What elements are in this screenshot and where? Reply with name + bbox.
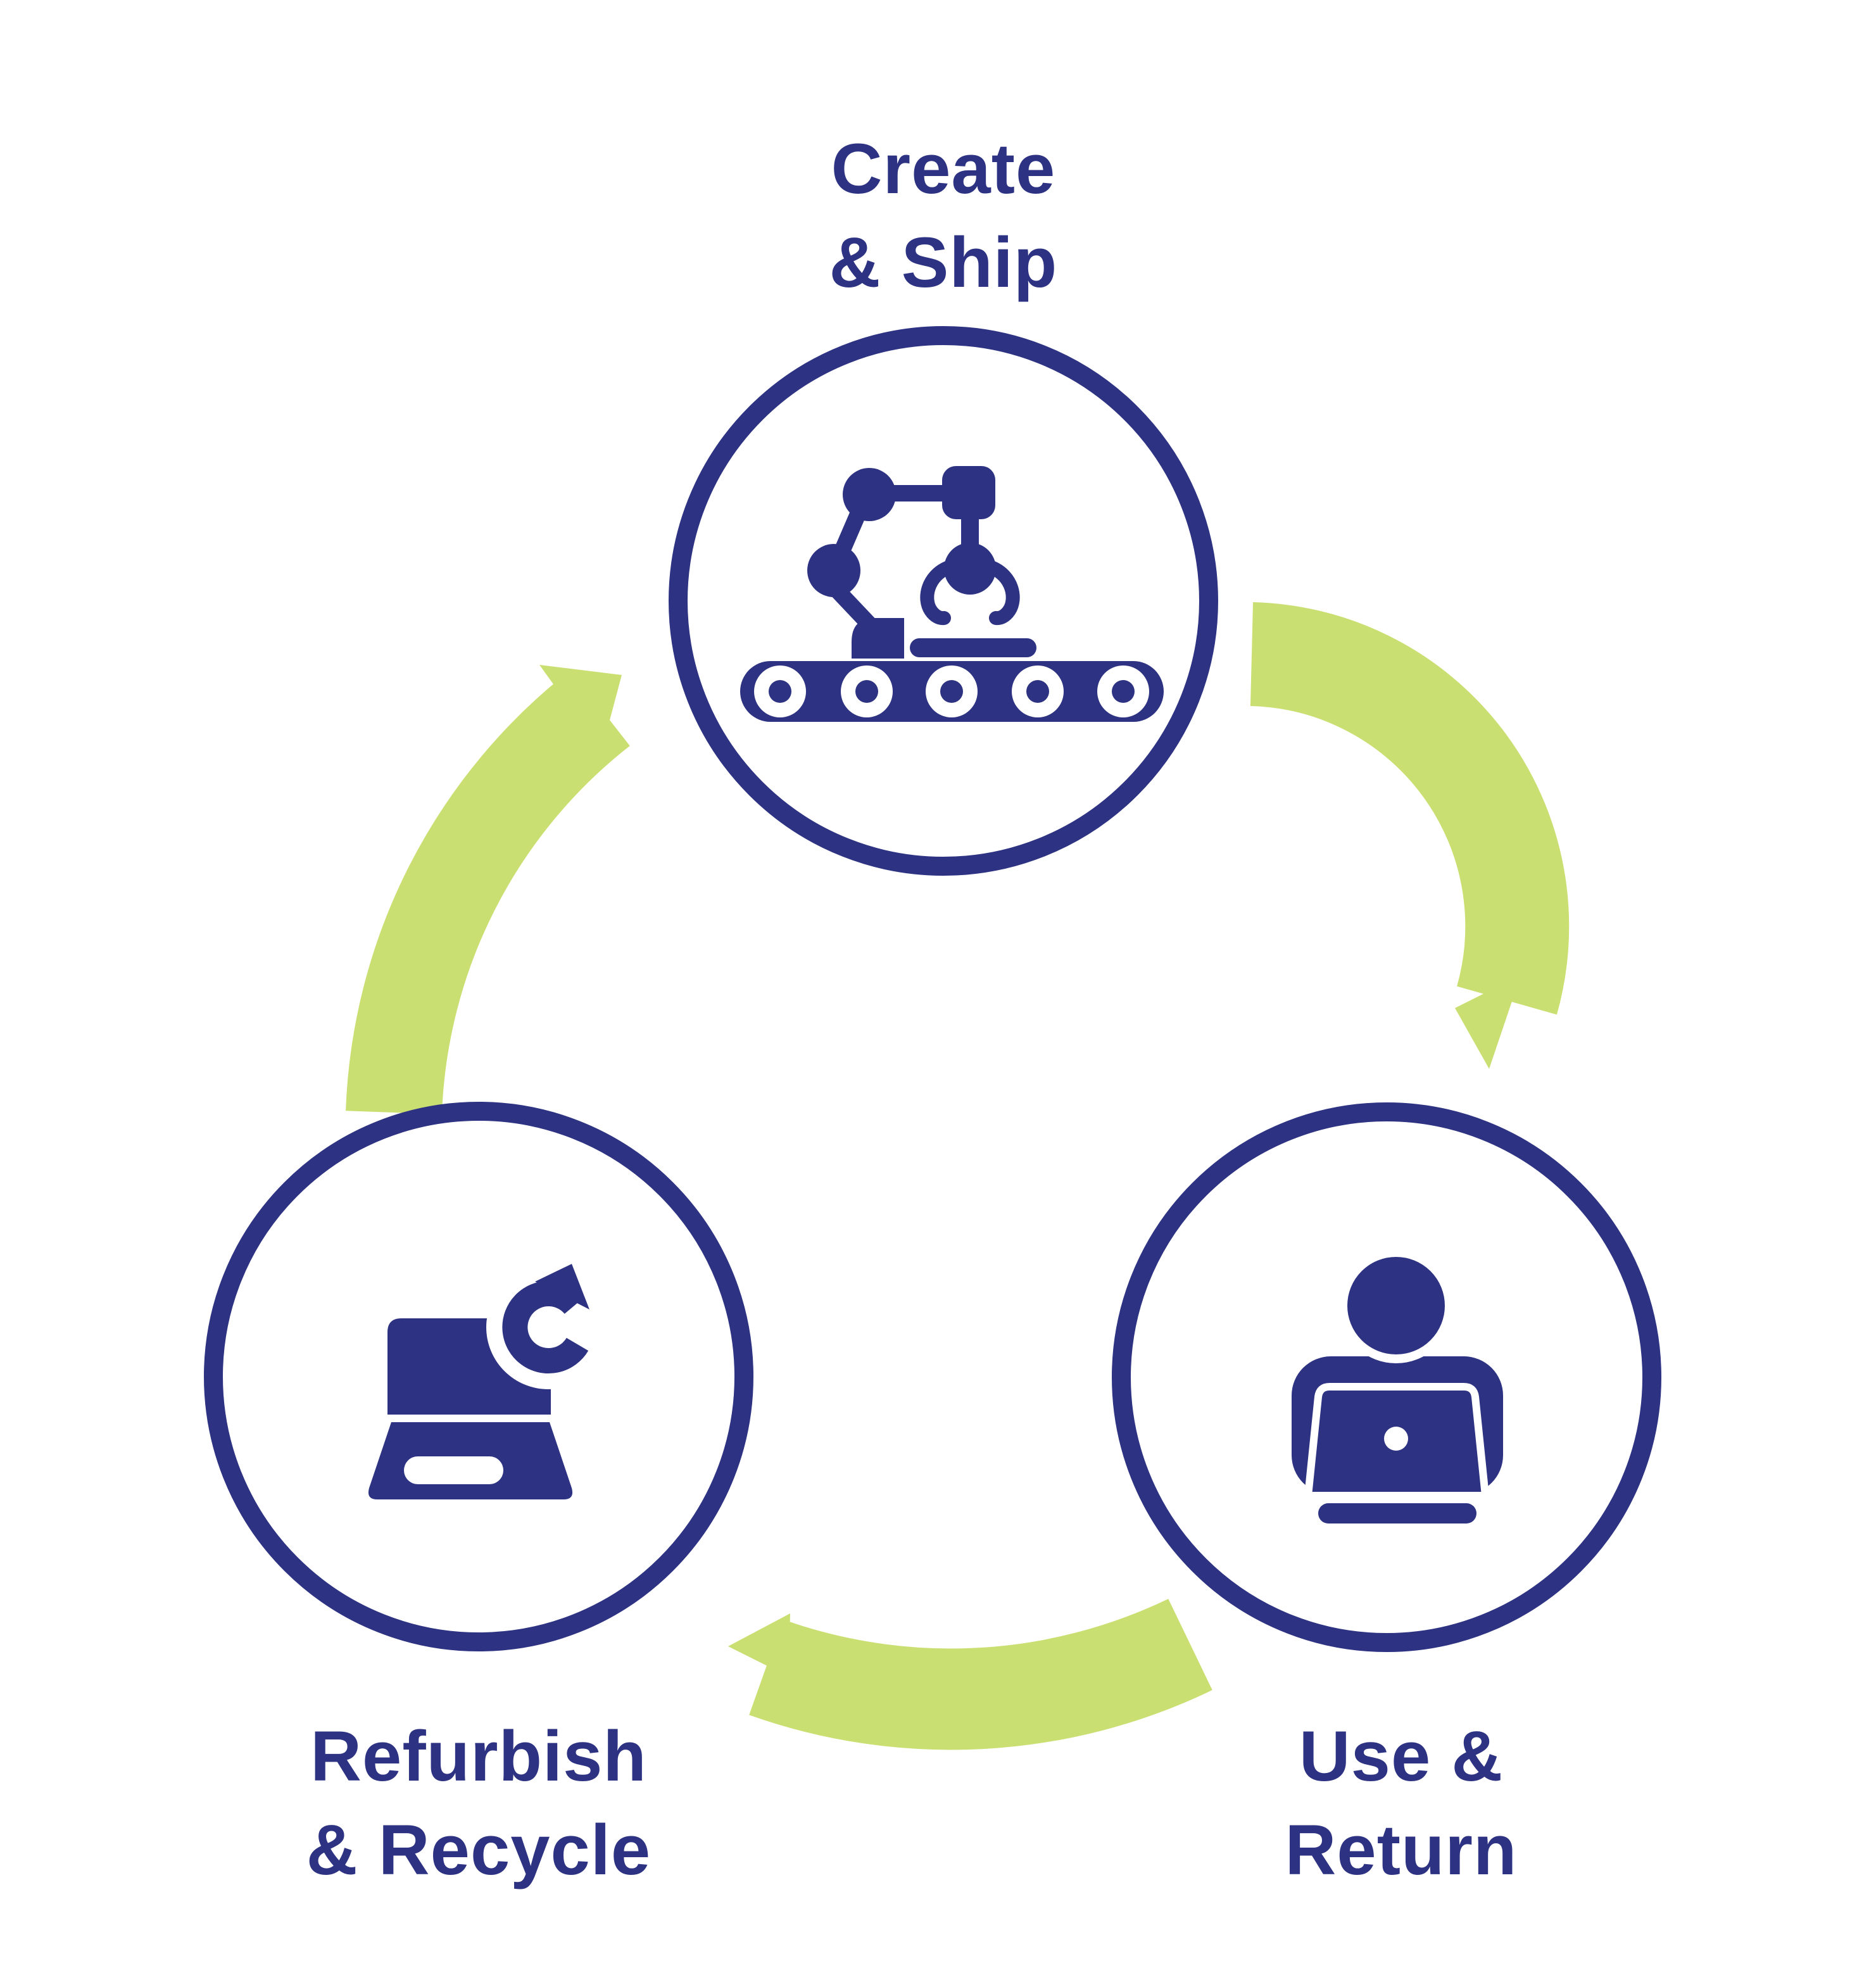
arm-link: [834, 510, 866, 555]
node-label-refurbish-recycle: Refurbish & Recycle: [124, 1710, 833, 1897]
conveyor-item-bar: [910, 638, 1036, 657]
node-label-line: Use &: [1299, 1717, 1504, 1796]
arm-base-foot: [852, 618, 904, 659]
arc-tip: [1455, 975, 1521, 1069]
node-label-line: Create: [831, 129, 1056, 208]
node-label-line: & Ship: [829, 223, 1058, 302]
laptop-logo-dot: [1384, 1427, 1408, 1451]
node-circle-create-ship: [669, 326, 1218, 876]
node-label-line: Refurbish: [310, 1717, 647, 1796]
arm-joint: [807, 544, 860, 597]
cycle-arc-use-to-refurbish: [728, 1598, 1212, 1750]
robot-arm-conveyor-icon: [740, 466, 1164, 722]
arc-tip: [728, 1613, 790, 1677]
person-head: [1338, 1248, 1454, 1363]
person-at-laptop-icon: [1292, 1248, 1503, 1523]
arm-joint: [843, 468, 896, 521]
node-label-line: Return: [1285, 1810, 1518, 1889]
recycle-arrow-head: [535, 1264, 589, 1309]
laptop-base: [1318, 1503, 1476, 1523]
arc-band: [346, 670, 631, 1115]
node-label-create-ship: Create & Ship: [589, 122, 1298, 310]
laptop-recycle-icon: [368, 1264, 610, 1499]
cycle-arc-create-to-use: [1250, 602, 1570, 1069]
arm-wrist: [944, 543, 996, 595]
arc-band: [1250, 602, 1570, 1015]
cycle-arc-refurbish-to-create: [346, 665, 631, 1115]
laptop-slot: [404, 1456, 503, 1484]
recycle-arrow-ring: [502, 1281, 589, 1374]
arm-shoulder: [942, 466, 995, 519]
conveyor-wheels: [754, 665, 1149, 717]
gripper-claw-right: [985, 560, 1020, 626]
node-label-line: & Recycle: [306, 1810, 652, 1889]
arc-tip: [539, 665, 622, 751]
arc-band: [749, 1598, 1212, 1750]
gripper-claw-left: [920, 560, 955, 626]
node-label-use-return: Use & Return: [1047, 1710, 1756, 1897]
